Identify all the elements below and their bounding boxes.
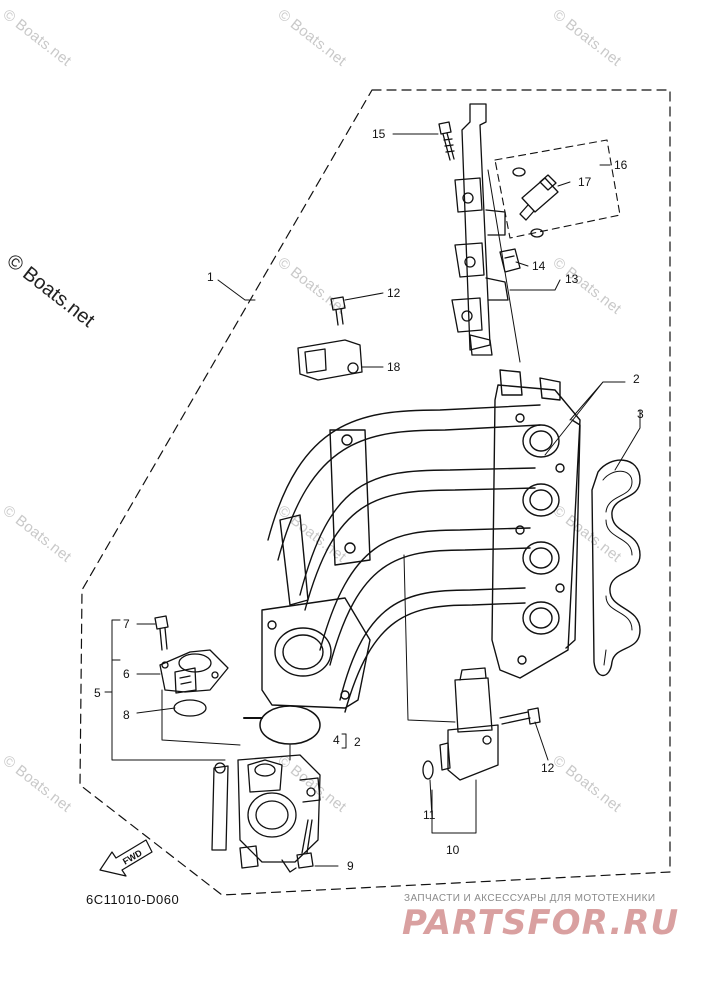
assembly-boundary-dashed <box>79 89 671 896</box>
callout-10: 10 <box>446 843 460 857</box>
leader-4-bracket <box>341 733 347 749</box>
valve-10 <box>439 667 499 781</box>
throttle-body-5 <box>211 754 321 873</box>
callout-11: 11 <box>423 808 436 822</box>
oring-8 <box>173 699 207 717</box>
callout-9: 9 <box>347 859 354 873</box>
callout-2-lower: 2 <box>354 735 361 749</box>
sensor-18 <box>297 339 363 381</box>
callout-2: 2 <box>633 372 640 386</box>
callout-12-top: 12 <box>387 286 401 300</box>
fuel-rail <box>451 103 509 356</box>
leader-8 <box>136 707 176 714</box>
leader-14 <box>515 261 529 267</box>
diagram-code: 6C11010-D060 <box>86 892 180 907</box>
intake-manifold <box>261 369 581 713</box>
screw-12-bottom <box>499 707 541 725</box>
leader-2 <box>544 381 626 456</box>
leader-11 <box>429 779 433 819</box>
callout-14: 14 <box>532 259 546 273</box>
leader-5 <box>104 619 226 761</box>
subassembly-box-16-dashed <box>494 139 621 239</box>
leader-3 <box>614 409 641 471</box>
injector-17 <box>512 167 559 238</box>
callout-4: 4 <box>333 733 340 747</box>
store-tagline: ЗАПЧАСТИ И АКСЕССУАРЫ ДЛЯ МОТОТЕХНИКИ <box>404 893 656 904</box>
sensor-6 <box>159 649 229 694</box>
screw-7 <box>154 615 169 651</box>
gasket-4 <box>259 705 321 745</box>
leader-1 <box>217 279 256 301</box>
leader-10 <box>431 779 477 834</box>
callout-3: 3 <box>637 407 644 421</box>
fwd-arrow-shape <box>99 839 153 877</box>
leader-12b <box>534 721 549 761</box>
leader-13 <box>509 279 561 291</box>
leader-6-down <box>161 689 241 746</box>
leader-rail <box>487 169 521 363</box>
gasket-3 <box>591 459 641 677</box>
callout-5: 5 <box>94 686 101 700</box>
callout-16: 16 <box>614 158 628 172</box>
callout-1: 1 <box>207 270 214 284</box>
screw-12-top <box>330 296 346 326</box>
store-logo: PARTSFOR.RU <box>402 903 680 943</box>
leader-manifold-to-valve <box>403 554 456 723</box>
callout-12-bottom: 12 <box>541 761 555 775</box>
callout-13: 13 <box>565 272 579 286</box>
clip-14 <box>499 248 521 273</box>
callout-8: 8 <box>123 708 130 722</box>
callout-7: 7 <box>123 617 130 631</box>
screw-9 <box>296 819 314 869</box>
callout-17: 17 <box>578 175 592 189</box>
callout-6: 6 <box>123 667 130 681</box>
oring-11 <box>422 760 434 780</box>
bolt-15 <box>438 121 455 161</box>
callout-15: 15 <box>372 127 386 141</box>
leader-12a <box>344 292 384 301</box>
callout-18: 18 <box>387 360 401 374</box>
leader-17 <box>557 181 571 187</box>
